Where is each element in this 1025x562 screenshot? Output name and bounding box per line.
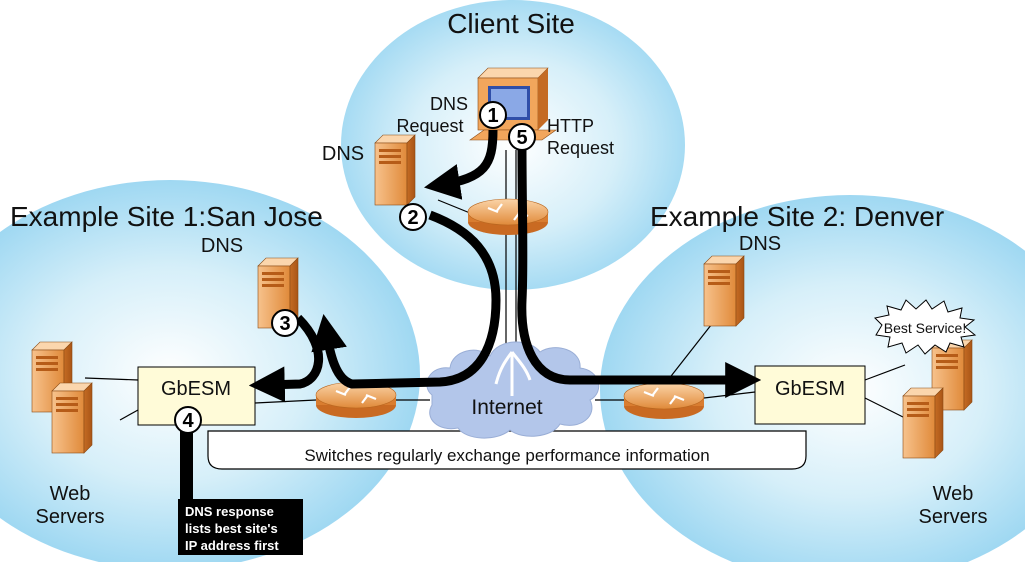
step-3-badge: 3 — [271, 309, 299, 337]
arrow-step1 — [423, 129, 498, 200]
dns-server-denver — [703, 255, 745, 327]
step-4-number: 4 — [182, 410, 194, 432]
step-1-number: 1 — [487, 105, 498, 127]
step-1-badge: 1 — [479, 101, 507, 129]
step-5-badge: 5 — [508, 123, 536, 151]
internet-label: Internet — [471, 396, 542, 419]
web-servers-right-line1: Web — [933, 483, 974, 505]
dns-server-client — [374, 134, 416, 206]
best-service-text: Best Service! — [884, 320, 966, 336]
gbesm-denver-label: GbESM — [775, 378, 845, 400]
step4-bar — [180, 420, 193, 500]
dns-request-label-line2: Request — [396, 116, 463, 136]
dns-label-client: DNS — [322, 143, 364, 165]
internet-cloud — [426, 341, 600, 439]
denver-site-title: Example Site 2: Denver — [650, 201, 944, 232]
perf-exchange-bracket — [207, 430, 807, 470]
dns-label-san-jose: DNS — [201, 235, 243, 257]
san-jose-site-title: Example Site 1:San Jose — [10, 201, 323, 232]
router-client — [466, 197, 550, 237]
arrow-step2 — [311, 210, 501, 389]
arrow-step5 — [517, 147, 762, 398]
perf-exchange-text: Switches regularly exchange performance … — [304, 446, 709, 465]
web-servers-left-line1: Web — [50, 483, 91, 505]
step-4-badge: 4 — [174, 406, 202, 434]
dns-response-line3: IP address first — [185, 538, 279, 553]
step-2-badge: 2 — [399, 203, 427, 231]
step-3-number: 3 — [279, 313, 290, 335]
client-site-title: Client Site — [447, 8, 575, 39]
best-service-burst: Best Service! — [873, 299, 977, 355]
arrow-step3 — [248, 314, 323, 403]
router-denver — [622, 381, 706, 421]
network-links — [84, 150, 906, 421]
dns-response-line2: lists best site's — [185, 521, 278, 536]
http-request-label-line2: Request — [547, 138, 614, 158]
dns-response-line1: DNS response — [185, 504, 274, 519]
dns-request-label-line1: DNS — [430, 94, 468, 114]
flow-arrows — [248, 129, 762, 403]
gbesm-san-jose-label: GbESM — [161, 378, 231, 400]
http-request-label-line1: HTTP — [547, 116, 594, 136]
step-2-number: 2 — [407, 207, 418, 229]
dns-label-denver: DNS — [739, 233, 781, 255]
step-5-number: 5 — [516, 127, 527, 149]
web-servers-right-line2: Servers — [919, 506, 988, 528]
dns-response-callout — [178, 499, 303, 555]
gbesm-denver — [754, 365, 866, 425]
web-servers-left-line2: Servers — [36, 506, 105, 528]
